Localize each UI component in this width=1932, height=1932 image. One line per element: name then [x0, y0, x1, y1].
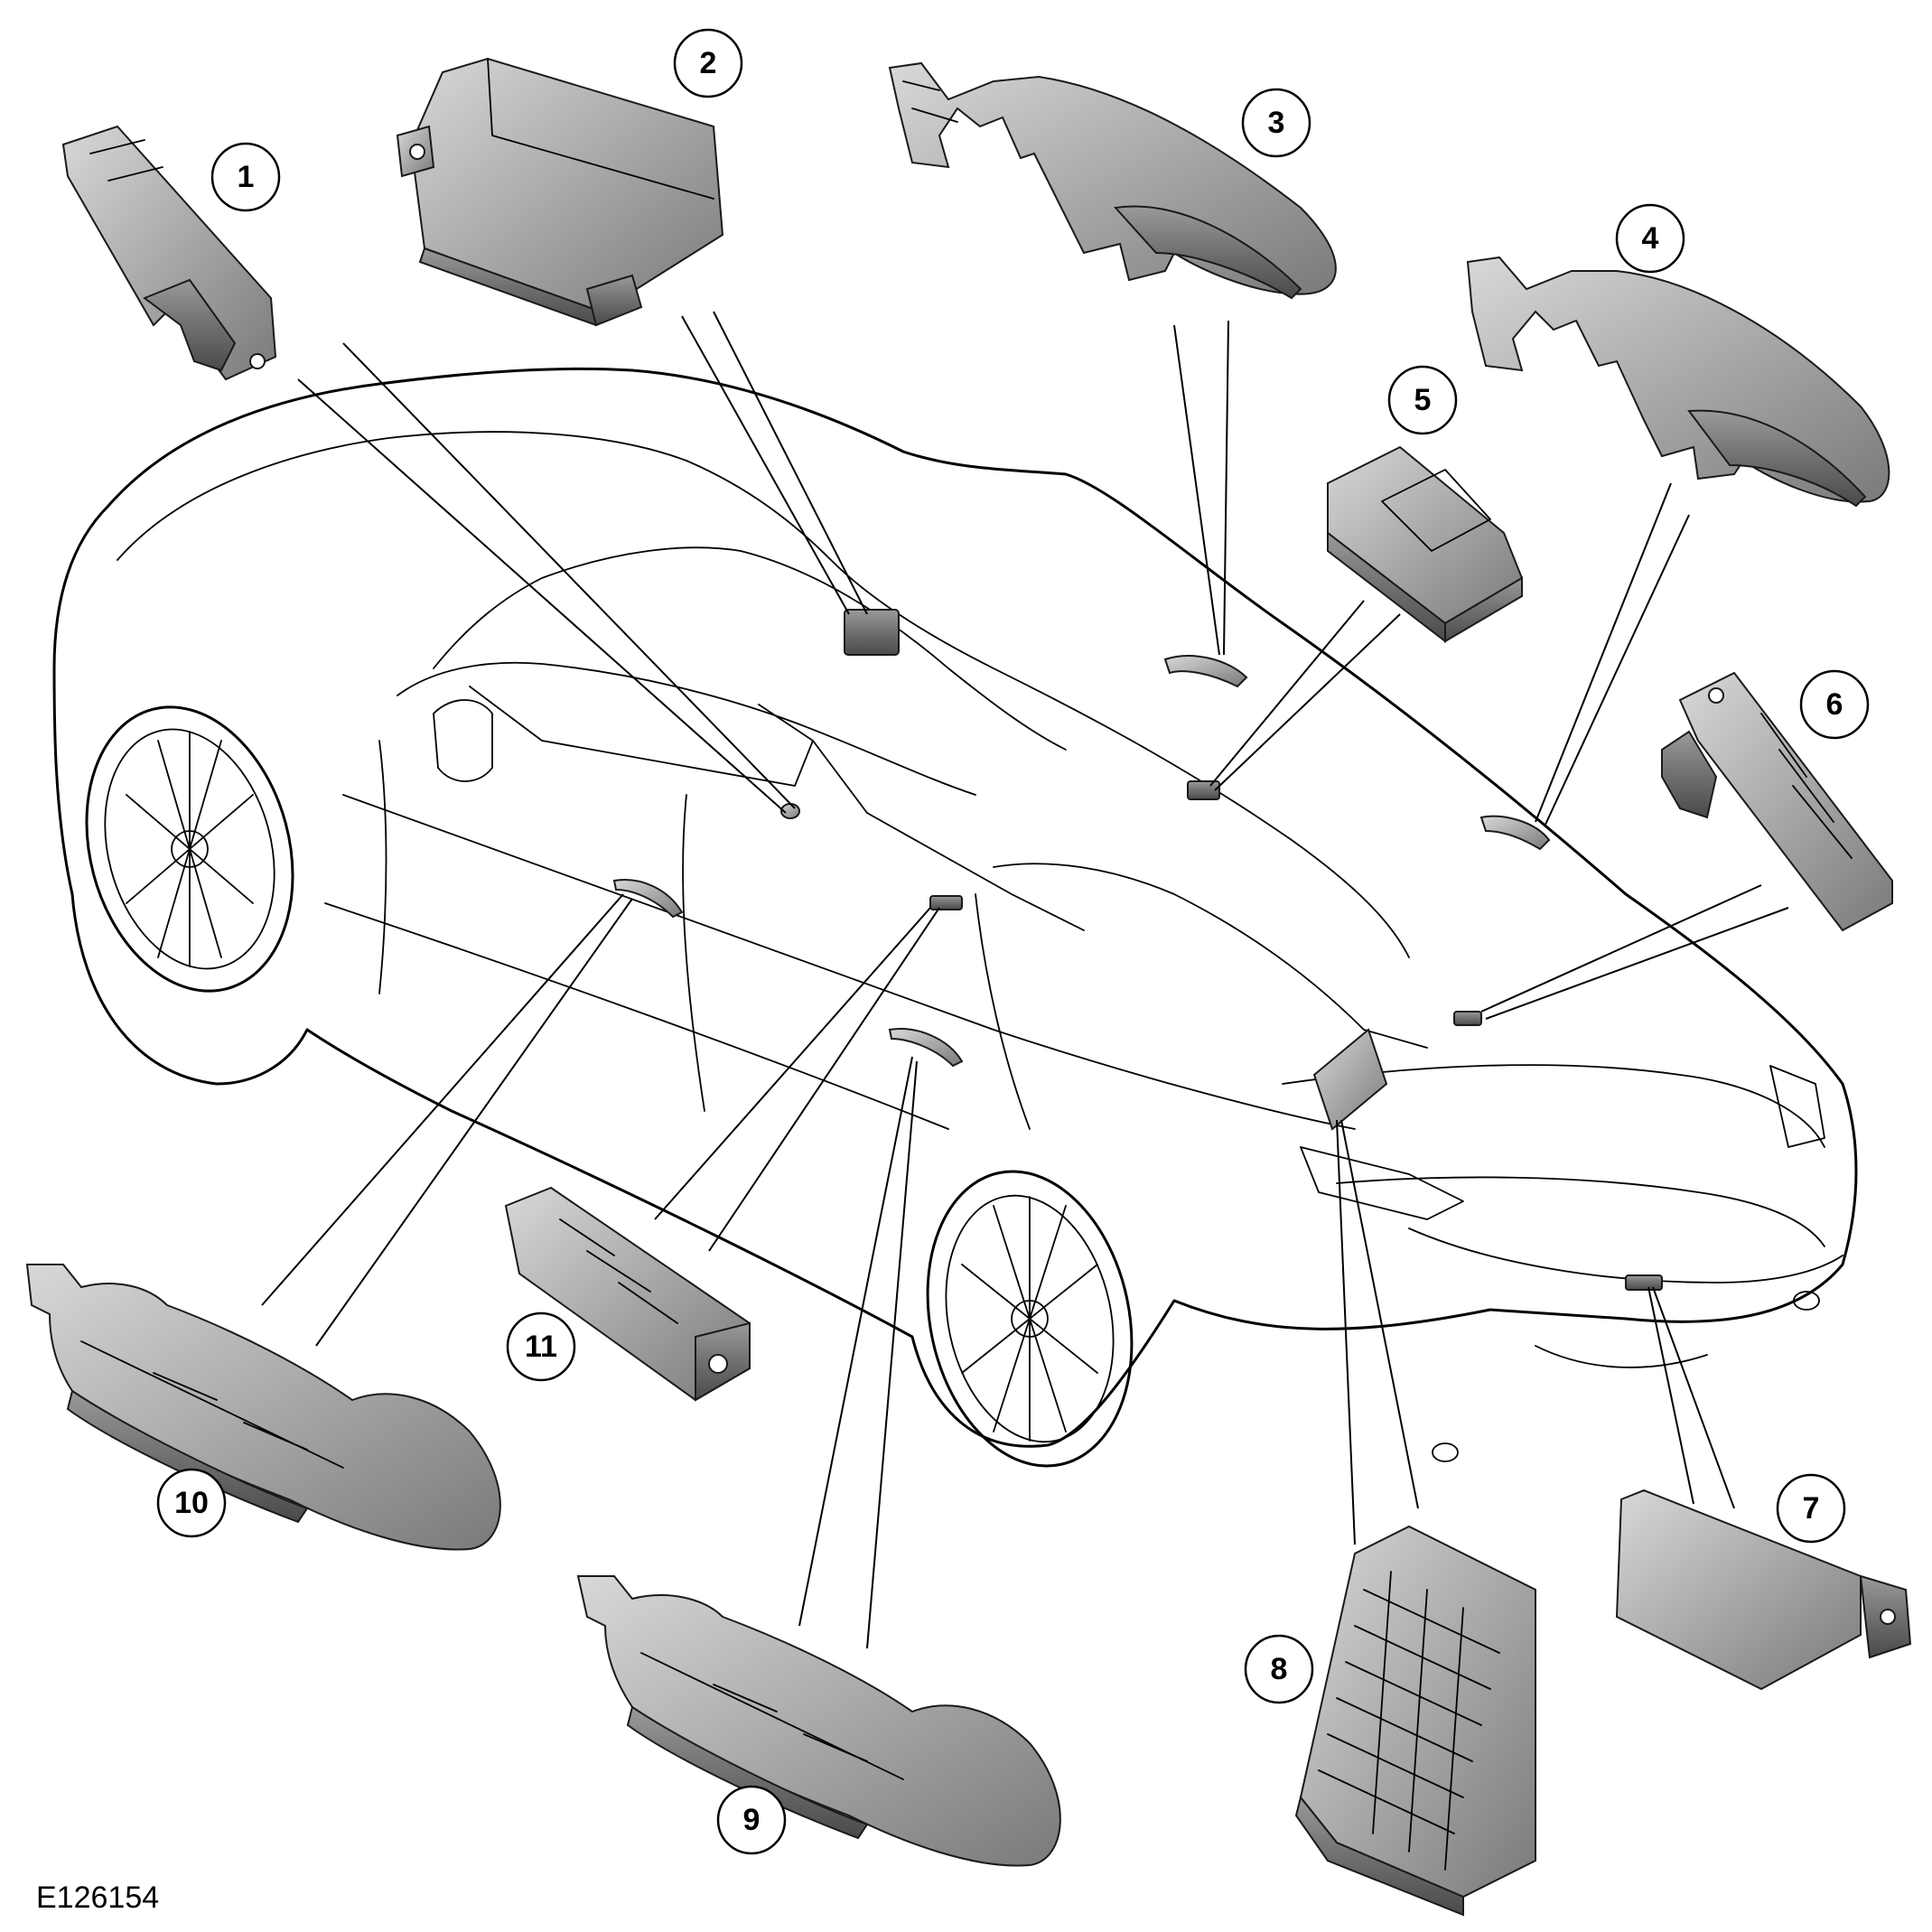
- callout-6: 6: [1799, 669, 1870, 740]
- leader-lines: [261, 311, 1789, 1649]
- callout-label: 5: [1414, 383, 1432, 417]
- callout-label: 3: [1268, 106, 1285, 140]
- vehicle-outline: [52, 367, 1858, 1468]
- callout-10: 10: [156, 1468, 227, 1538]
- component-1-antenna: [61, 125, 277, 381]
- marker-antenna-11: [929, 895, 963, 910]
- callout-3: 3: [1241, 88, 1311, 158]
- callout-label: 10: [174, 1486, 209, 1520]
- component-8-fuse-box: [1294, 1525, 1536, 1917]
- callout-1: 1: [210, 142, 281, 212]
- callout-label: 2: [700, 46, 717, 80]
- callout-2: 2: [673, 28, 743, 98]
- figure-reference: E126154: [36, 1881, 159, 1915]
- component-7-antenna: [1615, 1489, 1912, 1691]
- marker-handle-9: [888, 1028, 964, 1068]
- callout-label: 7: [1803, 1491, 1820, 1526]
- callout-label: 6: [1826, 687, 1843, 722]
- callout-label: 8: [1271, 1652, 1288, 1686]
- marker-antenna-7: [1625, 1274, 1663, 1291]
- marker-module-2: [844, 609, 900, 656]
- component-2-control-module: [396, 57, 724, 327]
- vehicle-component-markers: [612, 609, 1663, 1291]
- callout-7: 7: [1776, 1473, 1846, 1544]
- callout-label: 4: [1642, 221, 1659, 256]
- component-6-antenna: [1661, 671, 1893, 932]
- component-4-door-handle: [1466, 256, 1890, 508]
- component-9-door-handle: [576, 1575, 1061, 1867]
- component-10-door-handle: [25, 1264, 501, 1551]
- marker-handle-3: [1163, 655, 1248, 688]
- front-wheel: [85, 705, 294, 993]
- callout-label: 11: [525, 1330, 557, 1364]
- callout-5: 5: [1387, 365, 1458, 435]
- component-3-door-handle: [888, 61, 1337, 300]
- callout-9: 9: [716, 1785, 787, 1855]
- marker-antenna-6: [1453, 1011, 1482, 1026]
- callout-label: 9: [743, 1803, 761, 1837]
- marker-handle-10: [612, 879, 684, 919]
- component-11-antenna: [504, 1186, 751, 1402]
- callout-8: 8: [1244, 1634, 1314, 1704]
- callout-label: 1: [238, 160, 255, 194]
- rear-wheel: [926, 1170, 1134, 1468]
- callout-4: 4: [1615, 203, 1685, 274]
- marker-module-5: [1187, 780, 1220, 800]
- marker-fusebox-8: [1312, 1028, 1388, 1131]
- marker-handle-4: [1479, 815, 1551, 851]
- component-5-module: [1327, 445, 1524, 644]
- callout-11: 11: [506, 1311, 576, 1382]
